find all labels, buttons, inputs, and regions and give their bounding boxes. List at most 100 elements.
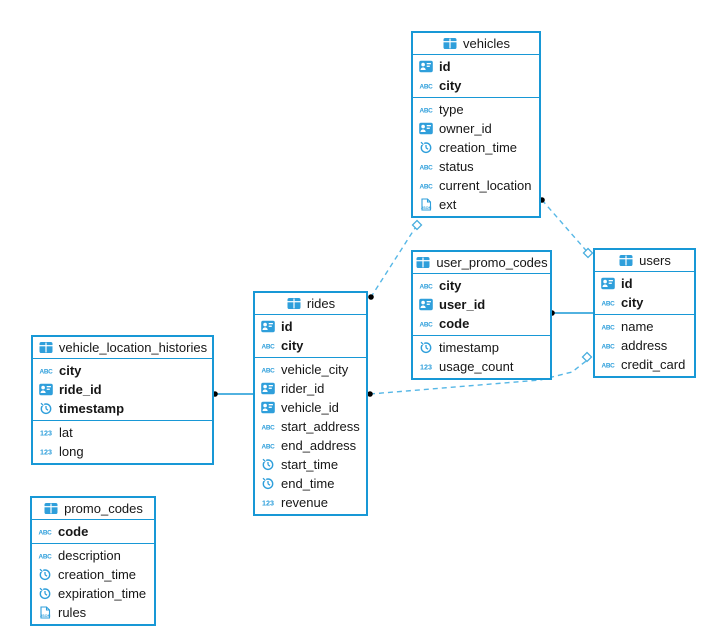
- column-name: usage_count: [439, 359, 514, 374]
- column-name: end_address: [281, 438, 357, 453]
- column-row: timestamp: [413, 338, 550, 357]
- column-name: description: [58, 548, 121, 563]
- table-name: rides: [306, 296, 336, 311]
- column-row: ride_id: [33, 380, 212, 399]
- datetime-icon: [418, 341, 434, 354]
- column-row: rider_id: [255, 379, 366, 398]
- text-icon: ABC: [260, 420, 276, 433]
- column-row: id: [255, 317, 366, 336]
- svg-text:ABC: ABC: [420, 283, 434, 290]
- column-row: id: [595, 274, 694, 293]
- id-card-icon: [38, 383, 54, 396]
- column-row: start_time: [255, 455, 366, 474]
- datetime-icon: [418, 141, 434, 154]
- column-row: vehicle_id: [255, 398, 366, 417]
- column-name: vehicle_id: [281, 400, 339, 415]
- table-header[interactable]: rides: [255, 293, 366, 315]
- svg-text:ABC: ABC: [602, 343, 616, 350]
- column-name: ext: [439, 197, 457, 212]
- column-row: owner_id: [413, 119, 539, 138]
- datetime-icon: [37, 568, 53, 581]
- column-row: id: [413, 57, 539, 76]
- svg-text:ABC: ABC: [420, 321, 434, 328]
- column-row: expiration_time: [32, 584, 154, 603]
- table-header[interactable]: user_promo_codes: [413, 252, 550, 274]
- svg-text:ABC: ABC: [602, 362, 616, 369]
- id-card-icon: [260, 382, 276, 395]
- column-name: city: [59, 363, 82, 378]
- number-icon: 123: [260, 496, 276, 509]
- table-header[interactable]: vehicles: [413, 33, 539, 55]
- column-name: city: [439, 278, 462, 293]
- text-icon: ABC: [418, 79, 434, 92]
- table-icon: [618, 254, 634, 267]
- column-name: id: [621, 276, 633, 291]
- table-header[interactable]: promo_codes: [32, 498, 154, 520]
- column-name: ride_id: [59, 382, 102, 397]
- datetime-icon: [38, 402, 54, 415]
- table-icon: [442, 37, 458, 50]
- column-row: ABC city: [33, 361, 212, 380]
- svg-text:123: 123: [40, 429, 52, 438]
- column-name: id: [281, 319, 293, 334]
- column-row: ABC credit_card: [595, 355, 694, 374]
- column-name: name: [621, 319, 654, 334]
- column-name: timestamp: [59, 401, 125, 416]
- svg-text:ABC: ABC: [262, 343, 276, 350]
- column-name: long: [59, 444, 84, 459]
- column-name: rider_id: [281, 381, 325, 396]
- svg-text:ABC: ABC: [262, 424, 276, 431]
- text-icon: ABC: [418, 179, 434, 192]
- column-name: status: [439, 159, 474, 174]
- table-header[interactable]: users: [595, 250, 694, 272]
- column-row: ABC start_address: [255, 417, 366, 436]
- text-icon: ABC: [260, 339, 276, 352]
- column-name: credit_card: [621, 357, 686, 372]
- svg-text:ABC: ABC: [40, 368, 54, 375]
- table-icon: [43, 502, 59, 515]
- table-icon: [415, 256, 431, 269]
- text-icon: ABC: [260, 363, 276, 376]
- table-header[interactable]: vehicle_location_histories: [33, 337, 212, 359]
- column-name: user_id: [439, 297, 486, 312]
- text-icon: ABC: [600, 339, 616, 352]
- text-icon: ABC: [418, 279, 434, 292]
- relationship-dot-marker: [368, 294, 374, 300]
- text-icon: ABC: [37, 549, 53, 562]
- svg-text:123: 123: [262, 499, 274, 508]
- column-name: start_address: [281, 419, 360, 434]
- table-icon: [38, 341, 54, 354]
- text-icon: ABC: [38, 364, 54, 377]
- svg-text:ABC: ABC: [262, 367, 276, 374]
- id-card-icon: [260, 401, 276, 414]
- id-card-icon: [418, 60, 434, 73]
- table-icon: [286, 297, 302, 310]
- json-icon: JSON: [418, 198, 434, 211]
